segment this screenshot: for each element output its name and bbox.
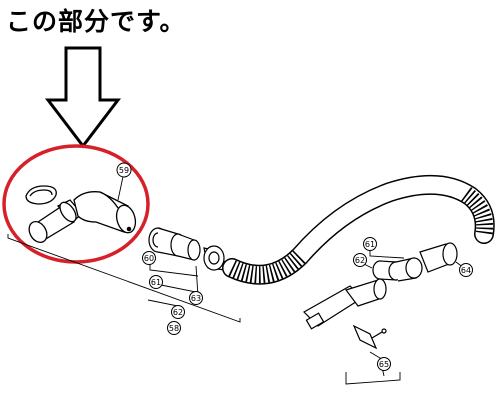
highlight-ellipse bbox=[2, 144, 150, 264]
label-59: 59 bbox=[119, 166, 129, 175]
label-62: 62 bbox=[173, 308, 183, 317]
pipe-piece bbox=[303, 278, 387, 350]
label-61-right: 61 bbox=[365, 240, 375, 249]
label-60: 60 bbox=[144, 254, 154, 263]
down-arrow-icon bbox=[44, 46, 122, 149]
label-62-right: 62 bbox=[355, 256, 365, 265]
coupling-63 bbox=[203, 245, 227, 271]
label-64: 64 bbox=[461, 266, 471, 275]
label-65: 65 bbox=[379, 360, 389, 369]
highlighted-part bbox=[25, 185, 137, 243]
part-labels: 60 61 63 62 58 61 62 64 65 bbox=[142, 237, 473, 371]
label-58: 58 bbox=[169, 324, 179, 333]
callout-lines bbox=[7, 234, 465, 385]
coupling-rings-right bbox=[372, 242, 458, 282]
coupling-rings-left bbox=[148, 227, 201, 261]
label-61: 61 bbox=[151, 278, 161, 287]
caption-text: この部分です。 bbox=[6, 7, 186, 36]
label-63: 63 bbox=[191, 294, 201, 303]
